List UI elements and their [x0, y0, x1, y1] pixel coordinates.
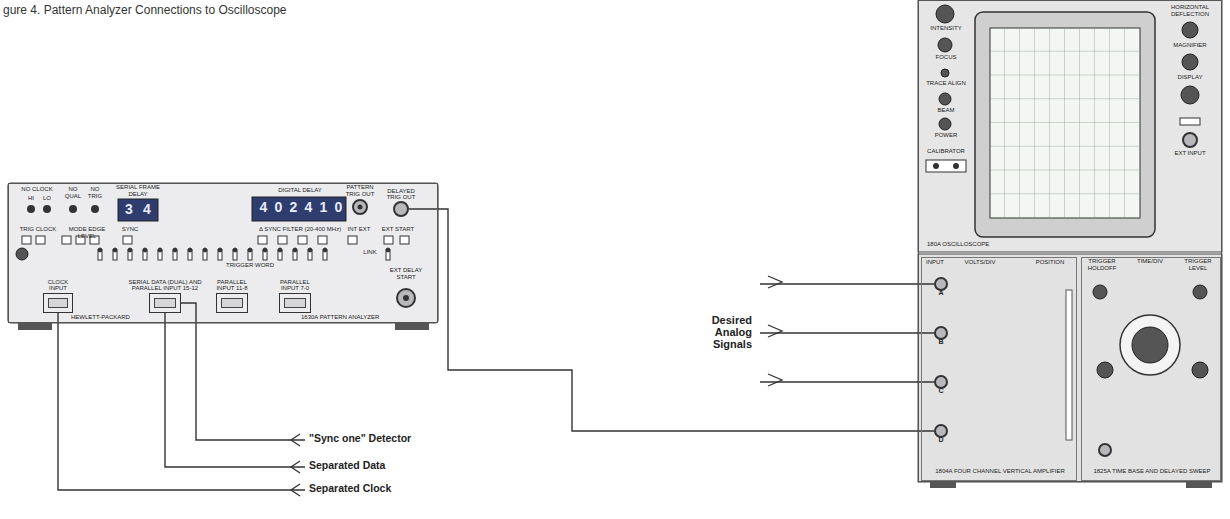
panel-label: POSITION [1030, 259, 1070, 266]
display-digit: 4 [257, 200, 270, 215]
panel-label: PATTERN TRIG OUT [344, 184, 376, 197]
display-digit: 4 [139, 202, 155, 217]
panel-label: Δ SYNC FILTER (20-400 MHz) [248, 226, 352, 233]
panel-label: INT EXT [344, 226, 374, 233]
panel-label: TIME/DIV [1130, 258, 1170, 265]
node-text: HEWLETT-PACKARD [71, 314, 130, 321]
panel-label: MODE EDGE LEVEL [60, 226, 114, 239]
panel-label: TRACE ALIGN [920, 80, 972, 87]
node-text: SERIAL DATA (DUAL) AND PARALLEL INPUT 15… [125, 279, 205, 292]
node-text: 180A OSCILLOSCOPE [927, 241, 989, 248]
signal-label: "Sync one" Detector [305, 432, 425, 448]
signal-label: Separated Data [305, 459, 425, 475]
signal-cable [409, 209, 934, 431]
node-text: C [938, 387, 943, 395]
panel-label: NO TRIG [84, 186, 106, 199]
node-text: Desired Analog Signals [682, 314, 752, 350]
panel-label: SERIAL FRAME DELAY [112, 184, 164, 197]
channel-input: B [934, 326, 948, 340]
node-text: DELAYED TRIG OUT [383, 188, 419, 201]
panel-label: TRIGGER WORD [215, 262, 285, 269]
node-text: 1804A FOUR CHANNEL VERTICAL AMPLIFIER [922, 468, 1078, 475]
node-text: PARALLEL INPUT 11-8 [210, 279, 254, 292]
signal-cable [760, 332, 934, 333]
panel-label: VOLTS/DIV [958, 259, 1002, 266]
display-digit: 4 [302, 200, 315, 215]
node-text: 1630A PATTERN ANALYZER [301, 314, 379, 321]
panel-label: BEAM [920, 107, 972, 114]
panel-label: TRIGGER LEVEL [1178, 258, 1218, 271]
bnc-jack: DELAYED TRIG OUT [393, 201, 409, 217]
panel-label: INPUT [921, 259, 949, 266]
display-digit: 0 [272, 200, 285, 215]
panel-label: POWER [920, 132, 972, 139]
node-text: Separated Data [309, 460, 385, 472]
node-text: 1825A TIME BASE AND DELAYED SWEEP [1082, 468, 1222, 475]
signal-label: Separated Clock [305, 482, 425, 498]
channel-input: A [934, 277, 948, 291]
panel-label: DIGITAL DELAY [255, 187, 345, 194]
input-pod: SERIAL DATA (DUAL) AND PARALLEL INPUT 15… [149, 293, 181, 313]
time-base: 1825A TIME BASE AND DELAYED SWEEP [1081, 257, 1221, 481]
panel-label: HORIZONTAL DEFLECTION [1160, 4, 1220, 17]
panel-label: TRIG CLOCK [18, 226, 58, 233]
panel-label: NO CLOCK [20, 186, 54, 193]
node-text: A [938, 289, 943, 297]
display-digit: 1 [317, 200, 330, 215]
input-pod: CLOCK INPUT [43, 293, 73, 313]
panel-label: FOCUS [920, 54, 972, 61]
panel-label: SYNC [116, 226, 144, 233]
panel-label: INTENSITY [920, 25, 972, 32]
panel-label: EXT INPUT [1160, 150, 1220, 157]
panel-label: DISPLAY [1160, 74, 1220, 81]
panel-label: TRIGGER HOLDOFF [1082, 258, 1122, 271]
node-text: "Sync one" Detector [309, 433, 411, 445]
figure-title: gure 4. Pattern Analyzer Connections to … [3, 4, 287, 17]
panel-label: EXT DELAY START [385, 267, 427, 280]
node-text: D [938, 436, 943, 444]
oscilloscope: 180A OSCILLOSCOPE 1804A FOUR CHANNEL VERT… [918, 0, 1222, 482]
panel-label: LO [41, 195, 53, 202]
signal-cable [165, 313, 305, 467]
panel-label: MAGNIFIER [1160, 42, 1220, 49]
vertical-amplifier: 1804A FOUR CHANNEL VERTICAL AMPLIFIER A B C… [921, 257, 1077, 481]
input-pod: PARALLEL INPUT 7-0 [279, 293, 311, 313]
display-digit: 3 [121, 202, 137, 217]
panel-label: EXT START [378, 226, 418, 233]
signal-cable [760, 381, 934, 382]
input-pod: PARALLEL INPUT 11-8 [216, 293, 248, 313]
signal-cable [58, 313, 305, 490]
node-text: CLOCK INPUT [38, 279, 78, 292]
signal-cable [760, 283, 934, 284]
channel-input: D [934, 424, 948, 438]
signal-cable [181, 303, 305, 440]
panel-label: HI [25, 195, 37, 202]
display-digit: 0 [332, 200, 345, 215]
node-text: Separated Clock [309, 483, 391, 495]
panel-label: NO QUAL [62, 186, 84, 199]
panel-label: CALIBRATOR [920, 148, 972, 155]
panel-label: LINK [358, 249, 382, 256]
node-text: PARALLEL INPUT 7-0 [273, 279, 317, 292]
display-digit: 2 [287, 200, 300, 215]
signal-label: Desired Analog Signals [640, 262, 760, 402]
node-text: B [938, 338, 943, 346]
channel-input: C [934, 375, 948, 389]
